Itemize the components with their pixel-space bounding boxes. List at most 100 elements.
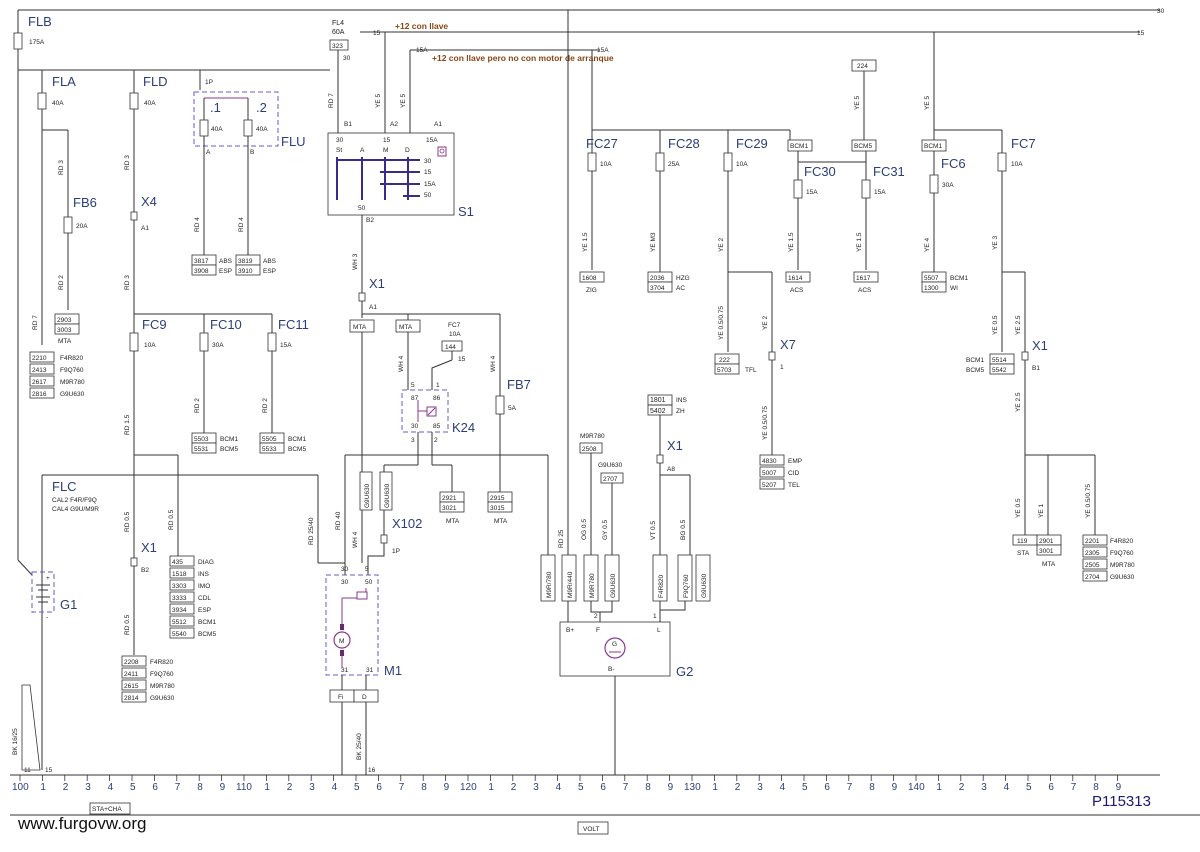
- label-emp: EMP: [788, 458, 802, 465]
- fld-name: FLD: [143, 74, 168, 89]
- label-g9u630-lower: G9U630: [150, 695, 175, 702]
- s1-d: D: [405, 147, 410, 154]
- s1-r30: 30: [424, 158, 432, 165]
- code-1614: 1614: [788, 275, 803, 282]
- wire-rd7-fl4: RD 7: [328, 93, 335, 108]
- x1-a8-pin: A8: [667, 466, 675, 473]
- s1-r50: 50: [424, 192, 432, 199]
- code-2210: 2210: [32, 355, 47, 362]
- rail-15-left-label: 15: [373, 30, 381, 37]
- code-2505: 2505: [1085, 562, 1100, 569]
- fc9-rating: 10A: [144, 342, 156, 349]
- wire-rd25: RD 25: [558, 529, 565, 548]
- x7-connector: [768, 351, 776, 361]
- plug-g9u630-m1a-label: G9U630: [364, 483, 371, 508]
- x102-connector: [380, 534, 388, 544]
- generator-icon: [604, 637, 626, 659]
- x7-name: X7: [780, 337, 796, 352]
- label-f4r820-left: F4R820: [60, 355, 84, 362]
- sta-cha-tag[interactable]: [89, 802, 131, 815]
- wire-rd3-fb6: RD 3: [58, 160, 65, 175]
- wire-ye5-bcm1: YE 5: [924, 96, 931, 110]
- code-2208: 2208: [124, 659, 139, 666]
- fc27-name: FC27: [586, 136, 618, 151]
- box-1617: [853, 271, 879, 283]
- k24-p1: 1: [436, 382, 440, 389]
- label-bcm1-diag: BCM1: [198, 619, 216, 626]
- code-bcm1-top2: BCM1: [924, 143, 942, 150]
- wire-bk2540: BK 25/40: [356, 733, 363, 760]
- m1-fi: Fi: [338, 694, 343, 701]
- code-5507: 5507: [924, 275, 939, 282]
- ruler-mark: 1: [936, 782, 942, 793]
- ruler-mark: 100: [12, 782, 29, 793]
- g1-name: G1: [60, 597, 77, 612]
- fb6-rating: 20A: [76, 223, 88, 230]
- fc28-name: FC28: [668, 136, 700, 151]
- website-watermark: www.furgovw.org: [17, 814, 147, 833]
- plug-g9u630-m1b: [379, 471, 393, 511]
- label-abs-2: ABS: [263, 258, 277, 265]
- fb7-rating: 5A: [508, 405, 517, 412]
- code-5703: 5703: [717, 367, 732, 374]
- ruler-mark: 120: [460, 782, 477, 793]
- fc6-fuse: [929, 174, 939, 194]
- k24-p5: 5: [411, 382, 415, 389]
- fc28-fuse: [655, 152, 665, 172]
- code-bcm1-top: BCM1: [790, 143, 808, 150]
- box-1608: [579, 271, 605, 283]
- code-3704: 3704: [650, 285, 665, 292]
- code-2305: 2305: [1085, 550, 1100, 557]
- flc-line1: CAL2 F4R/F9Q: [52, 497, 97, 504]
- label-bcm5-a: BCM5: [220, 446, 238, 453]
- label-ins: INS: [198, 571, 210, 578]
- diag-group: 435 DIAG 1518 INS 3303 IMO 3333 CDL 3934…: [169, 555, 216, 639]
- plug-g9u630-a-label: G9U630: [610, 573, 617, 598]
- plug-m9r440-label: M9R/440: [567, 571, 574, 598]
- code-3021: 3021: [442, 505, 457, 512]
- ground-strap: [21, 684, 41, 771]
- plug-g9u630-m1b-label: G9U630: [384, 483, 391, 508]
- wire-wh4-k24: WH 4: [398, 355, 405, 372]
- mta-box-2-label: MTA: [399, 324, 413, 331]
- label-cid: CID: [788, 470, 800, 477]
- wire-ye15-fc30: YE 1.5: [788, 232, 795, 252]
- fb6-fuse: [63, 216, 73, 234]
- box-3015: [487, 501, 513, 513]
- label-f9q760-right: F9Q760: [1110, 550, 1134, 557]
- sta-caption: STA: [1017, 550, 1030, 557]
- fc30-rating: 15A: [806, 189, 818, 196]
- g2-l: L: [657, 627, 661, 634]
- code-3910: 3910: [238, 268, 253, 275]
- box-2201: [1082, 534, 1108, 546]
- wire-ye2-x7: YE 2: [762, 316, 769, 330]
- wire-rd05-diag: RD 0.5: [168, 509, 175, 530]
- code-2915: 2915: [490, 495, 505, 502]
- fc6-name: FC6: [941, 156, 966, 171]
- ruler-mark: 4: [556, 782, 562, 793]
- box-5533: [259, 442, 285, 454]
- box-bcm1-top: [787, 139, 813, 152]
- box-2816: [29, 387, 55, 399]
- label-bcm5-r: BCM5: [966, 367, 984, 374]
- wire-rd2-fb6: RD 2: [58, 275, 65, 290]
- flu-name: FLU: [281, 134, 306, 149]
- k24-p3: 3: [411, 437, 415, 444]
- volt-tag[interactable]: [577, 821, 609, 835]
- flu-a: A: [206, 149, 211, 156]
- x102-pin: 1P: [392, 548, 400, 555]
- label-f9q760-lower: F9Q760: [150, 671, 174, 678]
- ruler-mark: 1: [488, 782, 494, 793]
- plug-m9r440: [561, 554, 577, 602]
- x4-connector: [130, 211, 138, 221]
- flu-b: B: [250, 149, 254, 156]
- key-icon: [437, 146, 447, 157]
- m1-solenoid: [356, 591, 368, 600]
- code-5207: 5207: [762, 482, 777, 489]
- box-2413: [29, 363, 55, 375]
- ruler-mark: 3: [533, 782, 539, 793]
- s1-name: S1: [458, 204, 474, 219]
- ruler-mark: 2: [287, 782, 293, 793]
- wire-ye15-fc31: YE 1.5: [856, 232, 863, 252]
- s1-body: [327, 132, 455, 216]
